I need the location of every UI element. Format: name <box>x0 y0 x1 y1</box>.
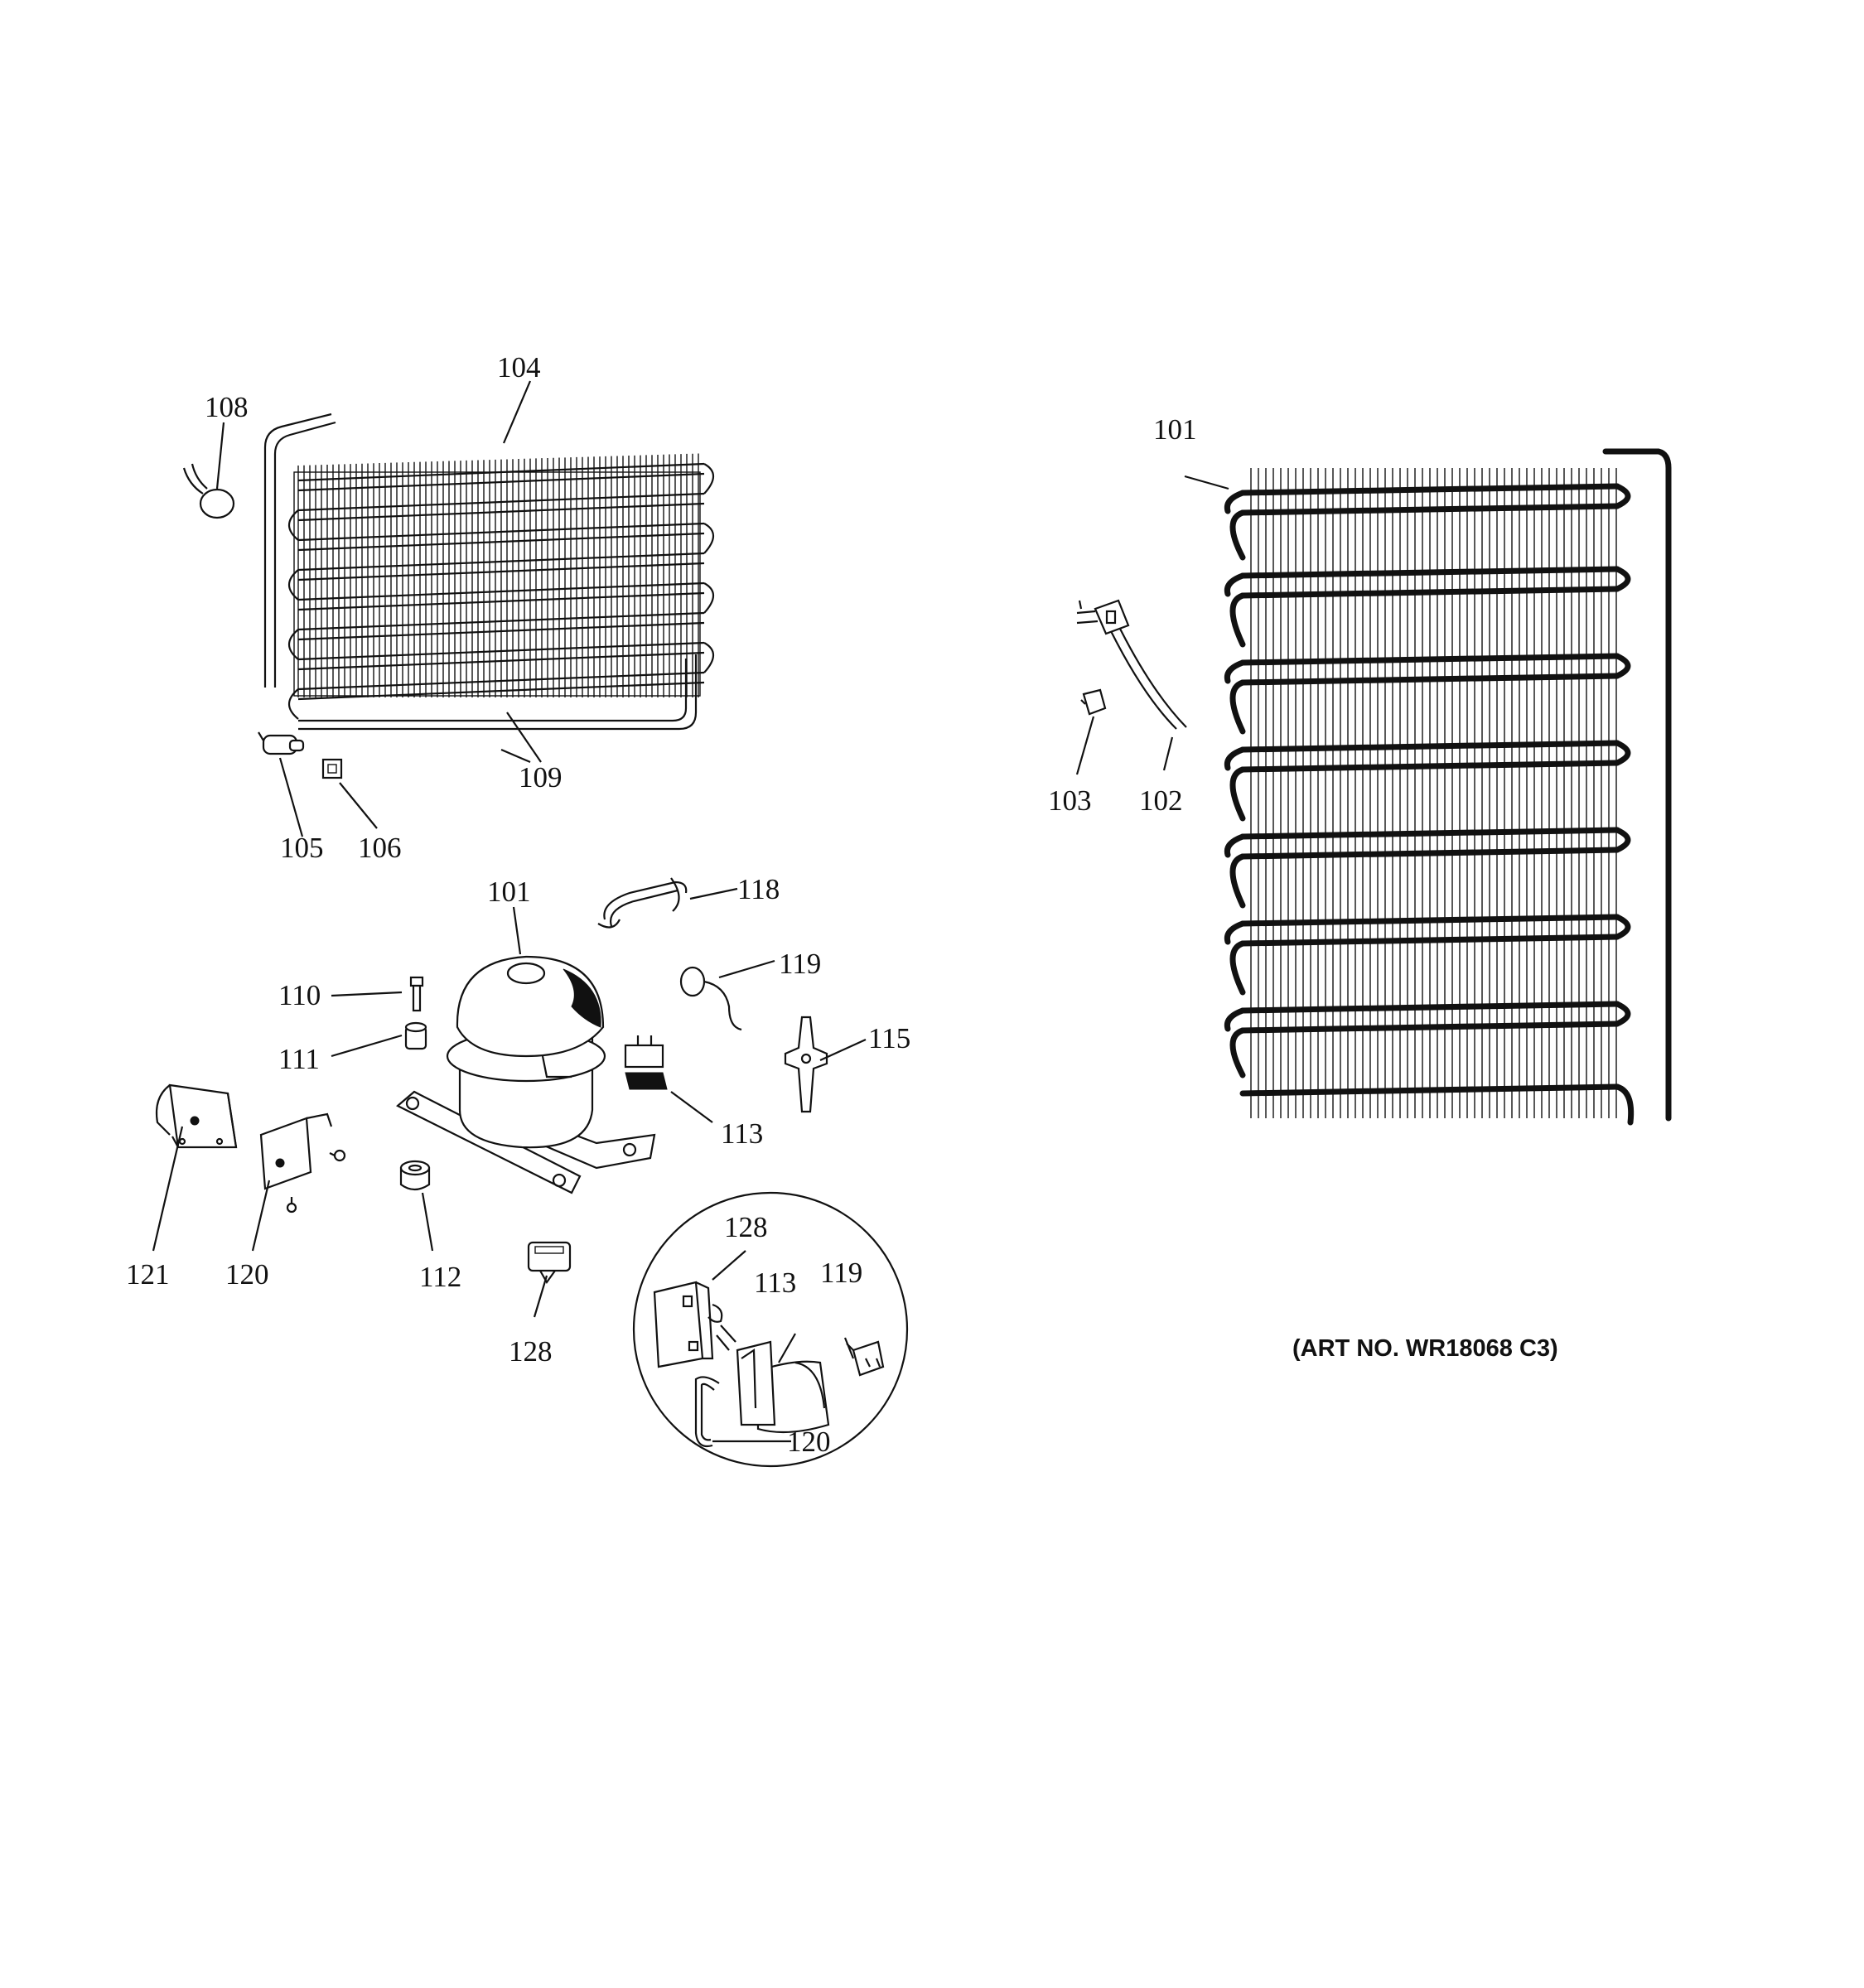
callout-109: 109 <box>519 761 563 794</box>
callout-121: 121 <box>126 1258 170 1291</box>
callout-111: 111 <box>278 1043 320 1075</box>
callout-115: 115 <box>868 1022 910 1054</box>
callout-128: 128 <box>509 1335 553 1368</box>
art-number: (ART NO. WR18068 C3) <box>1292 1335 1558 1362</box>
callout-103: 103 <box>1048 784 1092 817</box>
detail-circle <box>632 1191 909 1468</box>
part-111-spacer <box>404 1021 427 1050</box>
callout-112: 112 <box>419 1261 461 1293</box>
callout-120-detail: 120 <box>787 1426 831 1458</box>
callout-108: 108 <box>205 391 249 423</box>
callout-106: 106 <box>358 832 402 864</box>
part-112-grommet <box>399 1160 431 1191</box>
callout-110: 110 <box>278 979 321 1011</box>
callout-105: 105 <box>280 832 324 864</box>
callout-119-detail: 119 <box>820 1257 862 1289</box>
part-118-clip <box>597 877 688 929</box>
part-103-connector <box>1080 688 1107 716</box>
callout-102: 102 <box>1139 784 1183 817</box>
part-115-bracket <box>784 1016 828 1113</box>
callout-104: 104 <box>497 351 541 384</box>
callout-128-detail: 128 <box>724 1211 768 1243</box>
part-119-overload <box>679 966 742 1031</box>
callout-101-compressor: 101 <box>487 876 531 908</box>
callout-119: 119 <box>779 948 821 980</box>
condenser-coil <box>1224 448 1672 1126</box>
callout-118: 118 <box>737 873 780 905</box>
part-110-bolt <box>409 976 424 1012</box>
compressor <box>396 955 656 1194</box>
callout-113: 113 <box>721 1117 763 1150</box>
part-105-fitting <box>258 731 305 755</box>
part-121-thermostat <box>155 1083 238 1149</box>
part-120-bracket <box>259 1112 346 1214</box>
evaporator-coil <box>263 413 715 731</box>
part-108-sensor <box>182 463 235 519</box>
callout-101-condenser: 101 <box>1153 413 1197 446</box>
callout-120: 120 <box>225 1258 269 1291</box>
part-106-nut <box>321 758 343 779</box>
part-102-power-cord <box>1076 599 1187 730</box>
callout-labels: 104 108 109 105 106 101 118 119 110 111 … <box>126 351 1558 1458</box>
callout-113-detail: 113 <box>754 1267 796 1299</box>
leader-lines <box>152 380 1229 1443</box>
part-128-capacitor <box>527 1241 572 1285</box>
part-113-relay <box>624 1035 668 1090</box>
